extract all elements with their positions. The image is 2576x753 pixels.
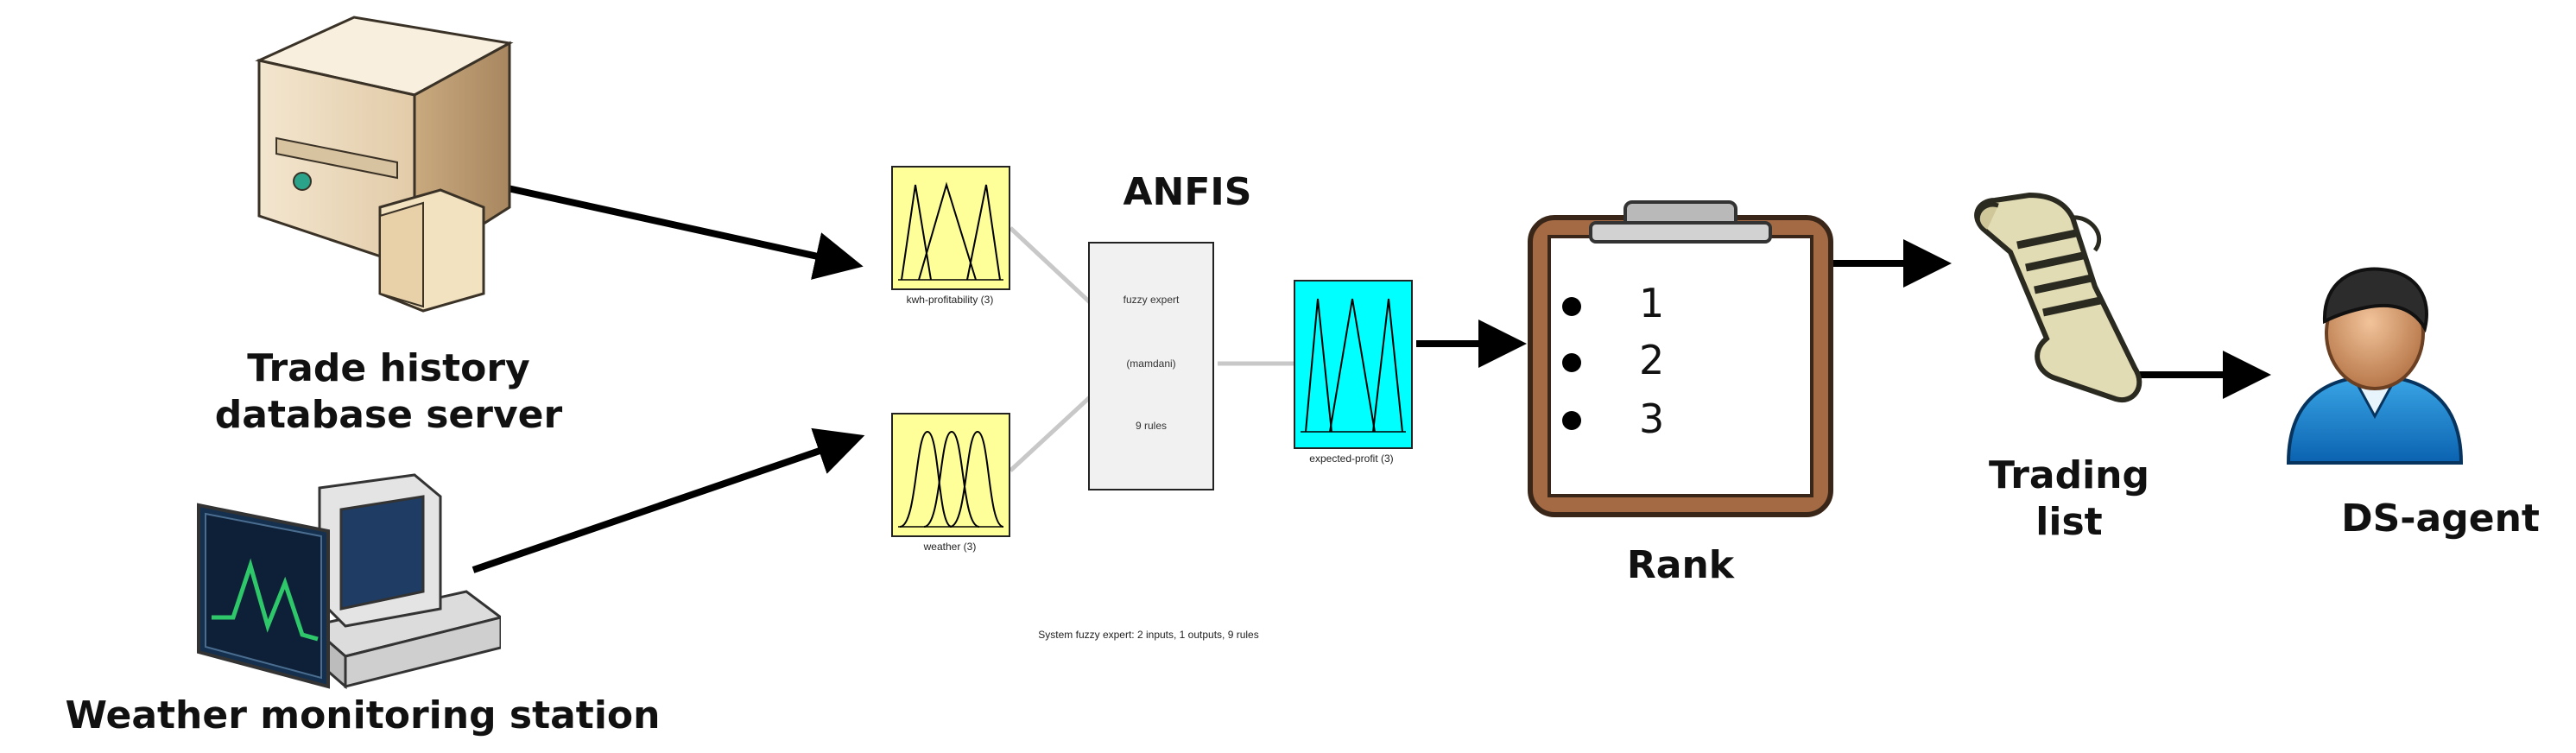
scroll-icon <box>1974 192 2142 403</box>
output-mf-curves <box>1301 298 1406 433</box>
rank-item-2: 2 <box>1639 337 1665 383</box>
fis-system-type: (mamdani) <box>1126 358 1176 370</box>
input1-mf-box <box>891 166 1010 290</box>
clipboard-icon <box>1528 200 1833 517</box>
trading-label-line2: list <box>2035 499 2103 544</box>
fis-summary: System fuzzy expert: 2 inputs, 1 outputs… <box>1038 629 1259 641</box>
fis-link-input1 <box>1009 226 1092 304</box>
fis-link-input2 <box>1009 395 1092 472</box>
user-avatar-icon <box>2286 267 2464 465</box>
rank-item-1: 1 <box>1639 280 1665 326</box>
arrow-server-to-fis <box>507 185 864 280</box>
server-label-line1: Trade history <box>247 346 530 390</box>
input2-mf-box <box>891 413 1010 537</box>
input2-label: weather (3) <box>923 541 977 553</box>
weather-label: Weather monitoring station <box>65 693 661 737</box>
fis-system-name: fuzzy expert <box>1123 294 1180 306</box>
rank-item-3: 3 <box>1639 395 1665 442</box>
weather-station-icon <box>197 473 501 690</box>
fis-rule-block: fuzzy expert (mamdani) 9 rules <box>1088 242 1214 490</box>
anfis-title: ANFIS <box>1123 170 1252 214</box>
input1-mf-curves <box>898 181 1003 281</box>
output-mf-box <box>1294 280 1413 449</box>
input1-label: kwh-profitability (3) <box>906 294 994 306</box>
server-label: Trade history database server <box>164 345 613 438</box>
output-label: expected-profit (3) <box>1309 452 1394 465</box>
trading-label-line1: Trading <box>1989 453 2149 497</box>
arrow-weather-to-fis <box>472 427 865 573</box>
server-icon <box>255 16 514 313</box>
agent-label: DS-agent <box>2341 497 2540 541</box>
trading-label: Trading list <box>1965 452 2173 545</box>
server-label-line2: database server <box>214 392 563 437</box>
input2-mf-curves <box>898 430 1004 528</box>
rank-label: Rank <box>1626 543 1735 587</box>
fis-rule-count: 9 rules <box>1135 420 1168 432</box>
